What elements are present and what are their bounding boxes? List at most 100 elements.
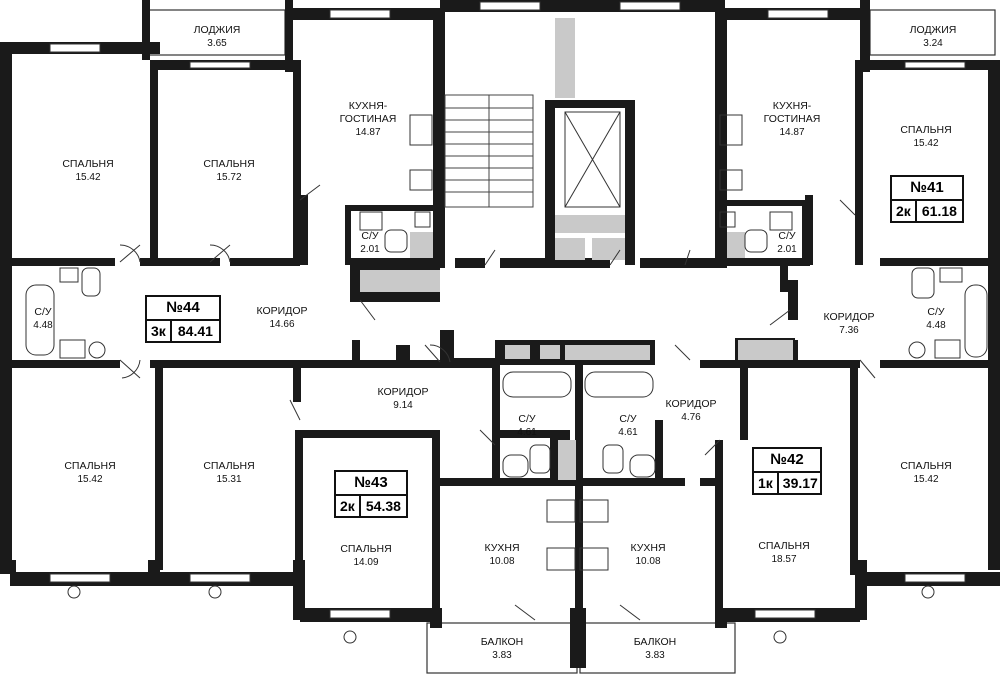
room-name: СПАЛЬНЯ	[64, 460, 116, 472]
house-logo-icon	[38, 620, 60, 642]
apartment-area: 54.38	[365, 498, 401, 514]
apartment-badge-44: №44 3к 84.41	[145, 295, 221, 343]
apartment-number: №43	[336, 472, 406, 496]
room-area: 4.48	[33, 320, 53, 331]
room-area: 2.01	[777, 244, 797, 255]
room-label-bedroom-tl2: СПАЛЬНЯ 15.72	[203, 158, 254, 184]
apartment-number: №44	[147, 297, 219, 321]
room-area: 14.87	[779, 127, 805, 138]
room-label-wc-left-mid: С/У 4.48	[33, 306, 52, 332]
room-label-balcony-left: БАЛКОН 3.83	[481, 636, 524, 662]
room-label-bedroom-bl: СПАЛЬНЯ 15.42	[64, 460, 115, 486]
room-area: 9.14	[393, 400, 413, 411]
room-area: 10.08	[635, 556, 661, 567]
apartment-rooms: 2к	[892, 201, 917, 221]
room-name: БАЛКОН	[480, 636, 524, 648]
room-name: С/У	[34, 306, 52, 318]
room-name: КОРИДОР	[665, 398, 717, 410]
room-area: 4.61	[517, 427, 537, 438]
room-name: КОРИДОР	[256, 305, 308, 317]
room-label-corridor-44: КОРИДОР 14.66	[257, 305, 308, 331]
room-area: 15.72	[216, 172, 242, 183]
apartment-area: 39.17	[782, 475, 818, 491]
room-area: 3.65	[207, 38, 227, 49]
room-name: КУХНЯ	[630, 542, 666, 554]
room-name: СПАЛЬНЯ	[758, 540, 810, 552]
room-label-bedroom-bl2: СПАЛЬНЯ 15.31	[203, 460, 254, 486]
room-name: СПАЛЬНЯ	[62, 158, 114, 170]
room-name: СПАЛЬНЯ	[203, 460, 255, 472]
room-label-kitchen-living-right: КУХНЯ- ГОСТИНАЯ 14.87	[764, 100, 821, 139]
watermark-text: Домклик	[66, 620, 161, 643]
room-area: 4.48	[926, 320, 946, 331]
room-label-corridor-41: КОРИДОР 7.36	[824, 311, 875, 337]
room-name: СПАЛЬНЯ	[900, 124, 952, 136]
room-name: СПАЛЬНЯ	[900, 460, 952, 472]
room-area: 15.42	[77, 474, 103, 485]
room-area: 15.42	[75, 172, 101, 183]
room-label-balcony-right: БАЛКОН 3.83	[634, 636, 677, 662]
room-area: 14.66	[269, 319, 295, 330]
room-label-wc-right-mid: С/У 4.48	[926, 306, 945, 332]
room-label-kitchen-living-left: КУХНЯ- ГОСТИНАЯ 14.87	[340, 100, 397, 139]
bathroom-fixtures	[25, 211, 988, 478]
room-area: 15.42	[913, 474, 939, 485]
room-label-corridor-43: КОРИДОР 9.14	[378, 386, 429, 412]
room-name: КОРИДОР	[823, 311, 875, 323]
room-area: 15.42	[913, 138, 939, 149]
room-name: ЛОДЖИЯ	[193, 24, 241, 36]
apartment-area: 61.18	[921, 203, 957, 219]
apartment-rooms: 3к	[147, 321, 172, 341]
room-area: 14.87	[355, 127, 381, 138]
room-label-kitchen-right: КУХНЯ 10.08	[630, 542, 665, 568]
room-name: СПАЛЬНЯ	[203, 158, 255, 170]
apartment-area: 84.41	[177, 323, 213, 339]
room-label-bedroom-tl: СПАЛЬНЯ 15.42	[62, 158, 113, 184]
room-label-corridor-42: КОРИДОР 4.76	[666, 398, 717, 424]
room-label-loggia-right: ЛОДЖИЯ 3.24	[910, 24, 957, 50]
room-name: С/У	[361, 230, 379, 242]
room-name: КУХНЯ- ГОСТИНАЯ	[763, 100, 821, 125]
room-name: БАЛКОН	[633, 636, 677, 648]
room-label-wc-center-left: С/У 4.61	[517, 413, 536, 439]
room-label-wc-left-small: С/У 2.01	[360, 230, 379, 256]
room-name: С/У	[619, 413, 637, 425]
apartment-rooms: 2к	[336, 496, 361, 516]
room-label-bedroom-tr: СПАЛЬНЯ 15.42	[900, 124, 951, 150]
room-area: 7.36	[839, 325, 859, 336]
radiator-icons	[67, 585, 935, 644]
room-name: С/У	[518, 413, 536, 425]
windows	[49, 1, 966, 619]
room-name: СПАЛЬНЯ	[340, 543, 392, 555]
staircase	[444, 94, 534, 208]
shafts	[360, 18, 793, 480]
room-area: 3.24	[923, 38, 943, 49]
doors	[119, 184, 876, 621]
room-label-bedroom-br: СПАЛЬНЯ 15.42	[900, 460, 951, 486]
room-area: 15.31	[216, 474, 242, 485]
room-name: КОРИДОР	[377, 386, 429, 398]
room-label-bedroom-42: СПАЛЬНЯ 18.57	[758, 540, 809, 566]
room-area: 3.83	[645, 650, 665, 661]
room-name: ЛОДЖИЯ	[909, 24, 957, 36]
room-area: 4.76	[681, 412, 701, 423]
room-area: 3.83	[492, 650, 512, 661]
domclick-watermark: Домклик	[38, 620, 160, 644]
apartment-rooms: 1к	[754, 473, 779, 493]
elevator	[564, 111, 621, 208]
room-name: КУХНЯ- ГОСТИНАЯ	[339, 100, 397, 125]
room-label-loggia-left: ЛОДЖИЯ 3.65	[194, 24, 241, 50]
room-name: КУХНЯ	[484, 542, 520, 554]
room-area: 18.57	[771, 554, 797, 565]
room-area: 10.08	[489, 556, 515, 567]
room-name: С/У	[927, 306, 945, 318]
room-area: 2.01	[360, 244, 380, 255]
apartment-number: №41	[892, 177, 962, 201]
